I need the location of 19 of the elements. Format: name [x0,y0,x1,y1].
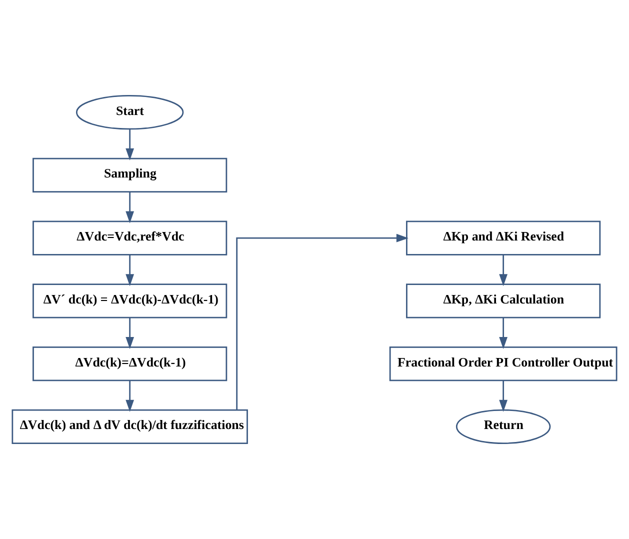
arrow [499,380,508,412]
node-box: ΔVdc(k)=ΔVdc(k-1) [32,346,228,382]
node-box: ΔVdc=Vdc,ref*Vdc [32,220,228,256]
node-box: ΔKp and ΔKi Revised [406,220,601,256]
arrow [126,192,134,224]
node-ellipse: Start [76,95,184,130]
arrow [126,380,134,412]
arrow [236,234,408,410]
node-box: ΔV´ dc(k) = ΔVdc(k)-ΔVdc(k-1) [32,284,228,318]
arrow [126,254,134,286]
node-ellipse: Return [456,409,551,444]
arrow [126,129,134,160]
arrow [499,318,508,349]
node-box: ΔVdc(k) and Δ dV dc(k)/dt fuzzifications [12,409,248,444]
arrow [126,318,134,349]
arrow [499,254,508,286]
node-box: Sampling [32,158,228,193]
node-box: ΔKp, ΔKi Calculation [406,284,601,318]
node-box: Fractional Order PI Controller Output [389,346,618,382]
